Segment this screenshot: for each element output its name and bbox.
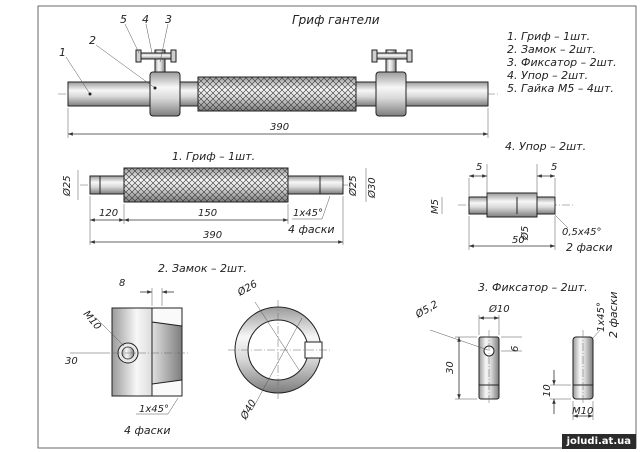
parts-list-item-4: 4. Упор – 2шт.: [507, 69, 588, 82]
lock-dia-26: Ø26: [235, 278, 260, 299]
bar-len-150: 150: [198, 208, 217, 219]
fixer-dim-6: 6: [510, 346, 521, 352]
callout-4: 4: [142, 13, 149, 26]
parts-list-item-2: 2. Замок – 2шт.: [507, 43, 596, 56]
lock-chamfer: 1x45°: [139, 404, 169, 415]
lock-dia-40: Ø40: [238, 398, 259, 423]
bar-dia-right-25: Ø25: [347, 175, 359, 197]
assembly-knurl-pattern: [197, 76, 357, 112]
stop-thread: М5: [430, 199, 441, 214]
lock-dim-30: 30: [65, 356, 78, 367]
assembly-fixer-right: [385, 49, 397, 73]
bar-view: 1. Гриф – 1шт. Ø25 Ø25 Ø30 120 150 1x45°…: [61, 150, 378, 245]
assembly-nut-right-a: [371, 49, 378, 63]
assembly-nut-left-b: [170, 49, 177, 63]
stop-thread-right: [536, 196, 556, 215]
stop-thread-left: [468, 196, 488, 215]
bar-chamfer: 1x45°: [293, 208, 323, 219]
callout-2: 2: [89, 34, 96, 47]
parts-list-item-1: 1. Гриф – 1шт.: [507, 30, 590, 43]
assembly-lock-right: [375, 71, 407, 117]
lock-view: 2. Замок – 2шт. 8 М10 30 1x45° 4 фаски Ø…: [65, 262, 330, 437]
drawing-title: Гриф гантели: [292, 13, 380, 27]
parts-list: 1. Гриф – 1шт. 2. Замок – 2шт. 3. Фиксат…: [507, 30, 617, 95]
assembly-nut-right-b: [406, 49, 413, 63]
watermark-badge: joludi.at.ua: [561, 434, 636, 449]
fixer-dim-10: 10: [542, 384, 553, 397]
lock-thread: М10: [81, 309, 103, 332]
fixer-caption: 3. Фиксатор – 2шт.: [478, 281, 588, 294]
stop-chamfer-note: 2 фаски: [566, 241, 612, 254]
callout-3: 3: [165, 13, 172, 26]
parts-list-item-5: 5. Гайка М5 – 4шт.: [507, 82, 614, 95]
bar-knurl-pattern: [123, 167, 289, 203]
assembly-stop-right: [375, 52, 409, 60]
stop-dia: Ø5: [519, 226, 531, 241]
assembly-nut-left-a: [135, 49, 142, 63]
fixer-dia-10: Ø10: [488, 303, 510, 315]
assembly-view: 1 2 5 4 3 390: [58, 13, 500, 138]
bar-dia-right-30: Ø30: [366, 177, 378, 199]
stop-chamfer: 0,5x45°: [562, 227, 602, 238]
assembly-lock-left: [149, 71, 181, 117]
assembly-length-390: 390: [270, 122, 289, 133]
callout-5: 5: [120, 13, 127, 26]
bar-chamfer-note: 4 фаски: [288, 223, 334, 236]
parts-list-item-3: 3. Фиксатор – 2шт.: [507, 56, 617, 69]
lock-dim-8: 8: [119, 278, 125, 289]
stop-len-50: 50: [512, 235, 525, 246]
stop-caption: 4. Упор – 2шт.: [505, 140, 586, 153]
stop-dim-5a: 5: [476, 162, 482, 173]
bar-len-120: 120: [99, 208, 118, 219]
lock-caption: 2. Замок – 2шт.: [158, 262, 247, 275]
callout-1: 1: [59, 46, 66, 59]
fixer-view: 3. Фиксатор – 2шт. Ø5,2 Ø10 6 30 1x45° 2…: [413, 281, 620, 420]
stop-body: [486, 192, 538, 218]
assembly-stop-left: [139, 52, 173, 60]
bar-dia-left: Ø25: [61, 175, 73, 197]
sheet-frame: [37, 5, 637, 449]
fixer-thread: М10: [572, 406, 593, 417]
bar-len-total: 390: [203, 230, 222, 241]
bar-caption: 1. Гриф – 1шт.: [172, 150, 255, 163]
stop-view: 4. Упор – 2шт. 5 5 М5 Ø5 0,5x45° 50 2 фа…: [430, 140, 612, 254]
fixer-dim-30: 30: [445, 361, 456, 374]
lock-chamfer-note: 4 фаски: [124, 424, 170, 437]
fixer-dia-52: Ø5,2: [413, 298, 440, 321]
fixer-chamfer: 1x45°: [596, 302, 607, 332]
fixer-chamfer-note: 2 фаски: [607, 292, 620, 338]
stop-dim-5b: 5: [551, 162, 557, 173]
